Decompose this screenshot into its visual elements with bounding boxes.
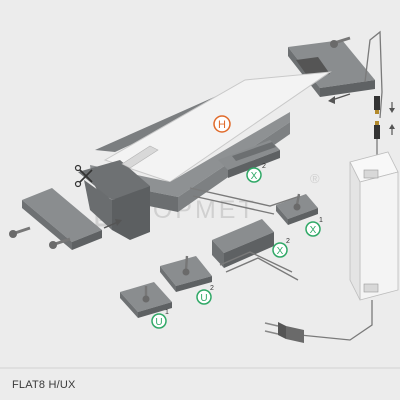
move-arrow-icon: [328, 93, 351, 104]
mounting-bracket-x2-top: [218, 140, 280, 178]
callout-x1-right-letter: X: [310, 225, 317, 236]
power-supply-icon: [349, 139, 399, 301]
callout-u2-letter: U: [200, 293, 207, 304]
end-cap-left: [22, 188, 102, 250]
screw-icon: [142, 286, 150, 303]
callout-x2-mid-letter: X: [277, 246, 284, 257]
screw-icon: [9, 226, 31, 238]
callout-x1-right-index: 1: [319, 217, 323, 224]
callout-h-letter: H: [218, 119, 226, 131]
callout-x2-mid: X 2: [272, 238, 290, 258]
callout-x2-mid-index: 2: [286, 238, 290, 245]
callout-u1-letter: U: [155, 317, 162, 328]
watermark-registered-mark: ®: [310, 171, 320, 186]
move-arrow-icon: [389, 102, 395, 135]
screw-icon: [330, 36, 351, 48]
connector-icon: [374, 96, 380, 139]
led-cable: [364, 30, 383, 119]
callout-u1-index: 1: [165, 309, 169, 316]
callout-x2-top-index: 2: [262, 163, 266, 170]
power-plug-icon: [264, 322, 304, 343]
scissors-icon: [74, 164, 93, 188]
callout-x2-top-letter: X: [251, 171, 258, 182]
mounting-bracket-x2-mid: [212, 219, 299, 281]
product-code-label: FLAT8 H/UX: [12, 379, 76, 391]
callout-x2-top: X 2: [246, 163, 266, 183]
mains-cable: [299, 300, 373, 341]
move-arrow-icon: [103, 219, 122, 229]
callout-u2: U 2: [196, 285, 214, 305]
screw-icon: [49, 237, 71, 249]
callout-x1-right: X 1: [305, 217, 323, 237]
screw-icon: [293, 193, 301, 211]
callout-u2-index: 2: [210, 285, 214, 292]
callout-u1: U 1: [151, 309, 169, 329]
callout-h: H: [213, 115, 231, 133]
screw-icon: [182, 255, 190, 276]
